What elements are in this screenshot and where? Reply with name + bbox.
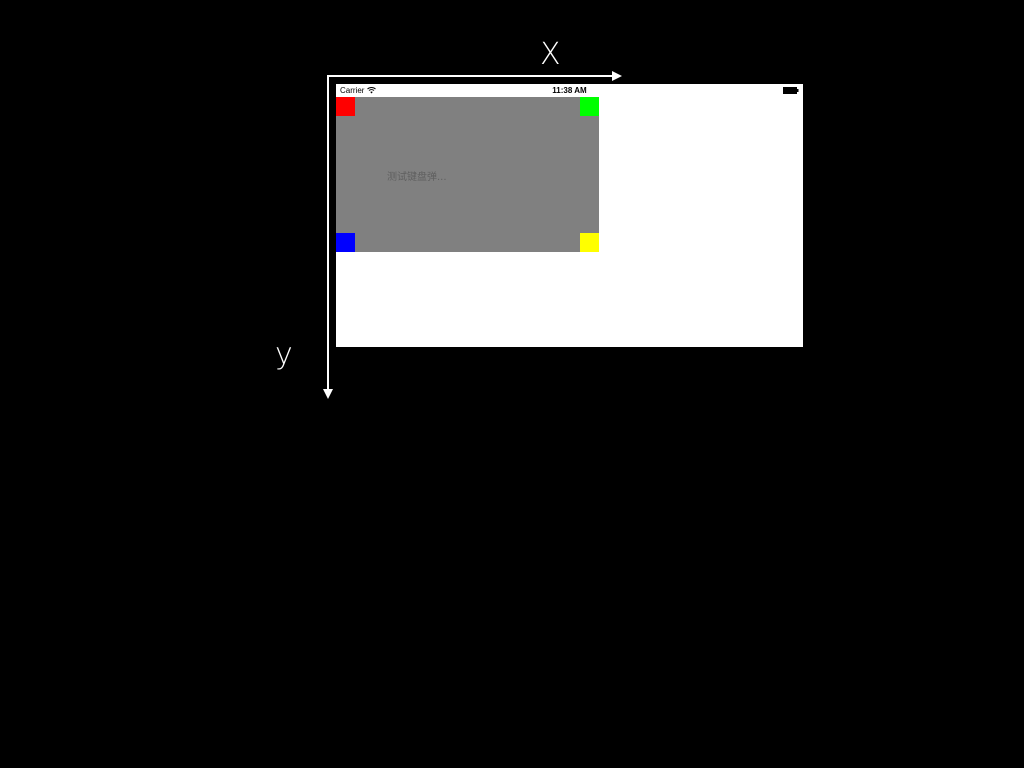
status-bar: Carrier 11:38 AM [336, 84, 803, 97]
carrier-label: Carrier [340, 86, 365, 95]
y-axis-line [327, 75, 329, 391]
corner-square-bottom-right [580, 233, 599, 252]
x-axis-line [327, 75, 614, 77]
battery-icon [783, 87, 799, 94]
y-axis-arrow-icon [323, 389, 333, 399]
corner-square-top-right [580, 97, 599, 116]
status-time: 11:38 AM [552, 86, 587, 95]
gray-container-view: 测试键盘弹... [336, 97, 599, 252]
device-screen: Carrier 11:38 AM 测试键盘弹... [336, 84, 803, 347]
y-axis-label: y [275, 337, 293, 372]
x-axis-arrow-icon [612, 71, 622, 81]
wifi-icon [367, 87, 376, 94]
corner-square-top-left [336, 97, 355, 116]
corner-square-bottom-left [336, 233, 355, 252]
x-axis-label: X [540, 37, 561, 72]
keyboard-test-text[interactable]: 测试键盘弹... [387, 172, 447, 183]
